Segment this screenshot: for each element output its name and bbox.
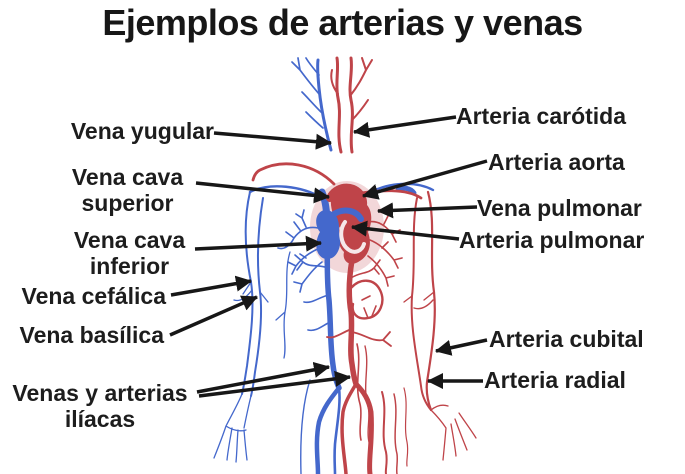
arrow-iliacas-vein [196,361,331,394]
veins-blue [213,57,435,474]
label-arteria-pulmonar: Arteria pulmonar [459,227,645,253]
arrow-vena-cava-superior [195,181,331,204]
diagram-title: Ejemplos de arterias y venas [102,2,583,43]
arrow-arteria-carotida [352,115,457,138]
label-vena-basilica: Vena basílica [19,322,164,348]
arrow-vena-yugular [213,131,333,150]
arrow-iliacas-artery [198,370,352,398]
heart-blue-chambers [316,210,341,260]
label-arteria-radial: Arteria radial [484,367,626,393]
arrow-arteria-cubital [434,338,488,356]
label-vena-cefalica: Vena cefálica [21,283,167,309]
arteries-red [251,56,477,474]
label-venas-arterias-iliacas: Venas y arterias ilíacas [12,380,188,432]
arrow-vena-cava-inferior [194,235,323,252]
label-arteria-cubital: Arteria cubital [489,326,644,352]
pulmonary-trunk [331,207,364,222]
arrow-vena-cefalica [170,275,253,297]
arrow-arteria-aorta [361,159,488,200]
arrow-vena-pulmonar [376,202,478,219]
label-vena-cava-inferior: Vena cava inferior [73,227,186,279]
arrow-arteria-pulmonar [350,220,460,241]
label-vena-cava-superior: Vena cava superior [71,164,184,216]
aortic-arch [326,183,364,202]
label-arteria-aorta: Arteria aorta [488,149,625,175]
arrow-vena-basilica [169,295,258,337]
label-vena-pulmonar: Vena pulmonar [477,195,642,221]
heart-highlight [339,220,366,254]
heart [316,183,372,264]
label-arteria-carotida: Arteria carótida [456,103,627,129]
label-arrows [169,115,488,398]
label-vena-yugular: Vena yugular [70,118,214,144]
